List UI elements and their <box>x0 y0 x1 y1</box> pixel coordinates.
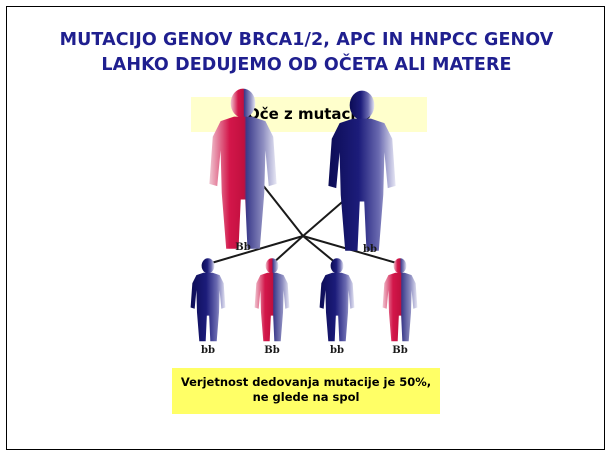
child-figure-2 <box>254 258 290 342</box>
genotype-father: Bb <box>235 242 250 253</box>
inheritance-probability-note: Verjetnost dedovanja mutacije je 50%, ne… <box>172 368 440 414</box>
mother-figure <box>328 90 396 251</box>
genotype-child-2: Bb <box>264 345 279 356</box>
child-figure-3 <box>319 258 355 342</box>
title-line-2: LAHKO DEDUJEMO OD OČETA ALI MATERE <box>101 55 512 75</box>
genotype-child-1: bb <box>201 345 215 356</box>
child-figure-1 <box>190 258 226 342</box>
title-line-1: MUTACIJO GENOV BRCA1/2, APC IN HNPCC GEN… <box>59 30 554 50</box>
genotype-mother: bb <box>363 244 377 255</box>
father-figure <box>209 88 277 249</box>
child-figure-4 <box>382 258 418 342</box>
note-line-1: Verjetnost dedovanja mutacije je 50%, <box>180 375 432 389</box>
note-line-2: ne glede na spol <box>252 390 360 404</box>
slide-title: MUTACIJO GENOV BRCA1/2, APC IN HNPCC GEN… <box>0 28 613 78</box>
genotype-child-4: Bb <box>392 345 407 356</box>
genotype-child-3: bb <box>330 345 344 356</box>
